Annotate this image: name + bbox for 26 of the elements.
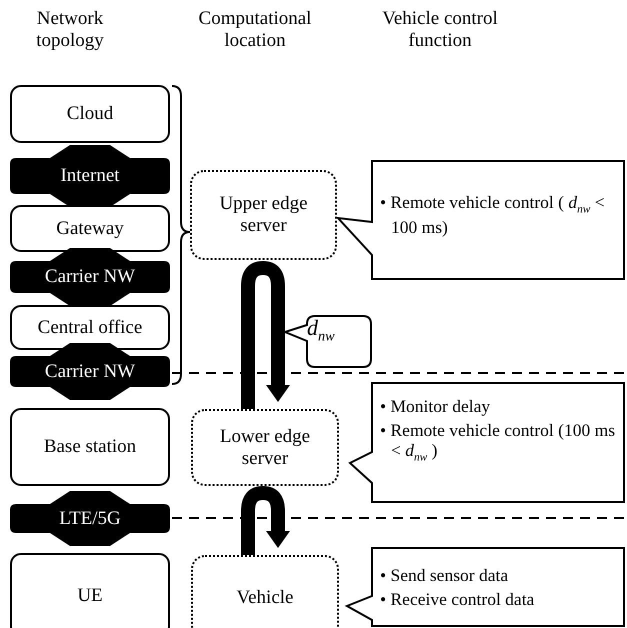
bullet-item: • Remote vehicle control ( d$_{nw}$ < 100 ms) <box>380 192 606 237</box>
network-box: Cloud <box>10 85 170 143</box>
loop-arrow <box>241 486 290 555</box>
network-box: Gateway <box>10 205 170 252</box>
callout-box <box>350 382 625 503</box>
callout-box <box>338 160 625 280</box>
server-box: Vehicle <box>191 555 339 628</box>
network-link-band: Internet <box>10 145 170 207</box>
server-box: Upper edge server <box>190 170 337 260</box>
loop-arrow <box>241 261 290 409</box>
network-box: Base station <box>10 408 170 486</box>
network-link-band: Carrier NW <box>10 248 170 306</box>
bullet-item: • Send sensor data <box>380 565 510 586</box>
column-header: Vehicle control function <box>381 8 499 52</box>
column-header: Network topology <box>35 8 105 52</box>
bullet-item: • Remote vehicle control (100 ms < d$_{nw}$ ) <box>380 420 616 465</box>
bullet-item: • Receive control data <box>380 589 534 610</box>
server-box: Lower edge server <box>191 409 339 486</box>
network-box: Central office <box>10 305 170 350</box>
network-link-band: Carrier NW <box>10 343 170 400</box>
network-link-band: LTE/5G <box>10 491 170 546</box>
column-header: Computational location <box>198 8 312 52</box>
callout-box <box>347 547 625 627</box>
bullet-item: • Monitor delay <box>380 396 492 416</box>
delay-callout: d$_{nw}$ <box>285 315 372 368</box>
network-box: UE <box>10 553 170 628</box>
